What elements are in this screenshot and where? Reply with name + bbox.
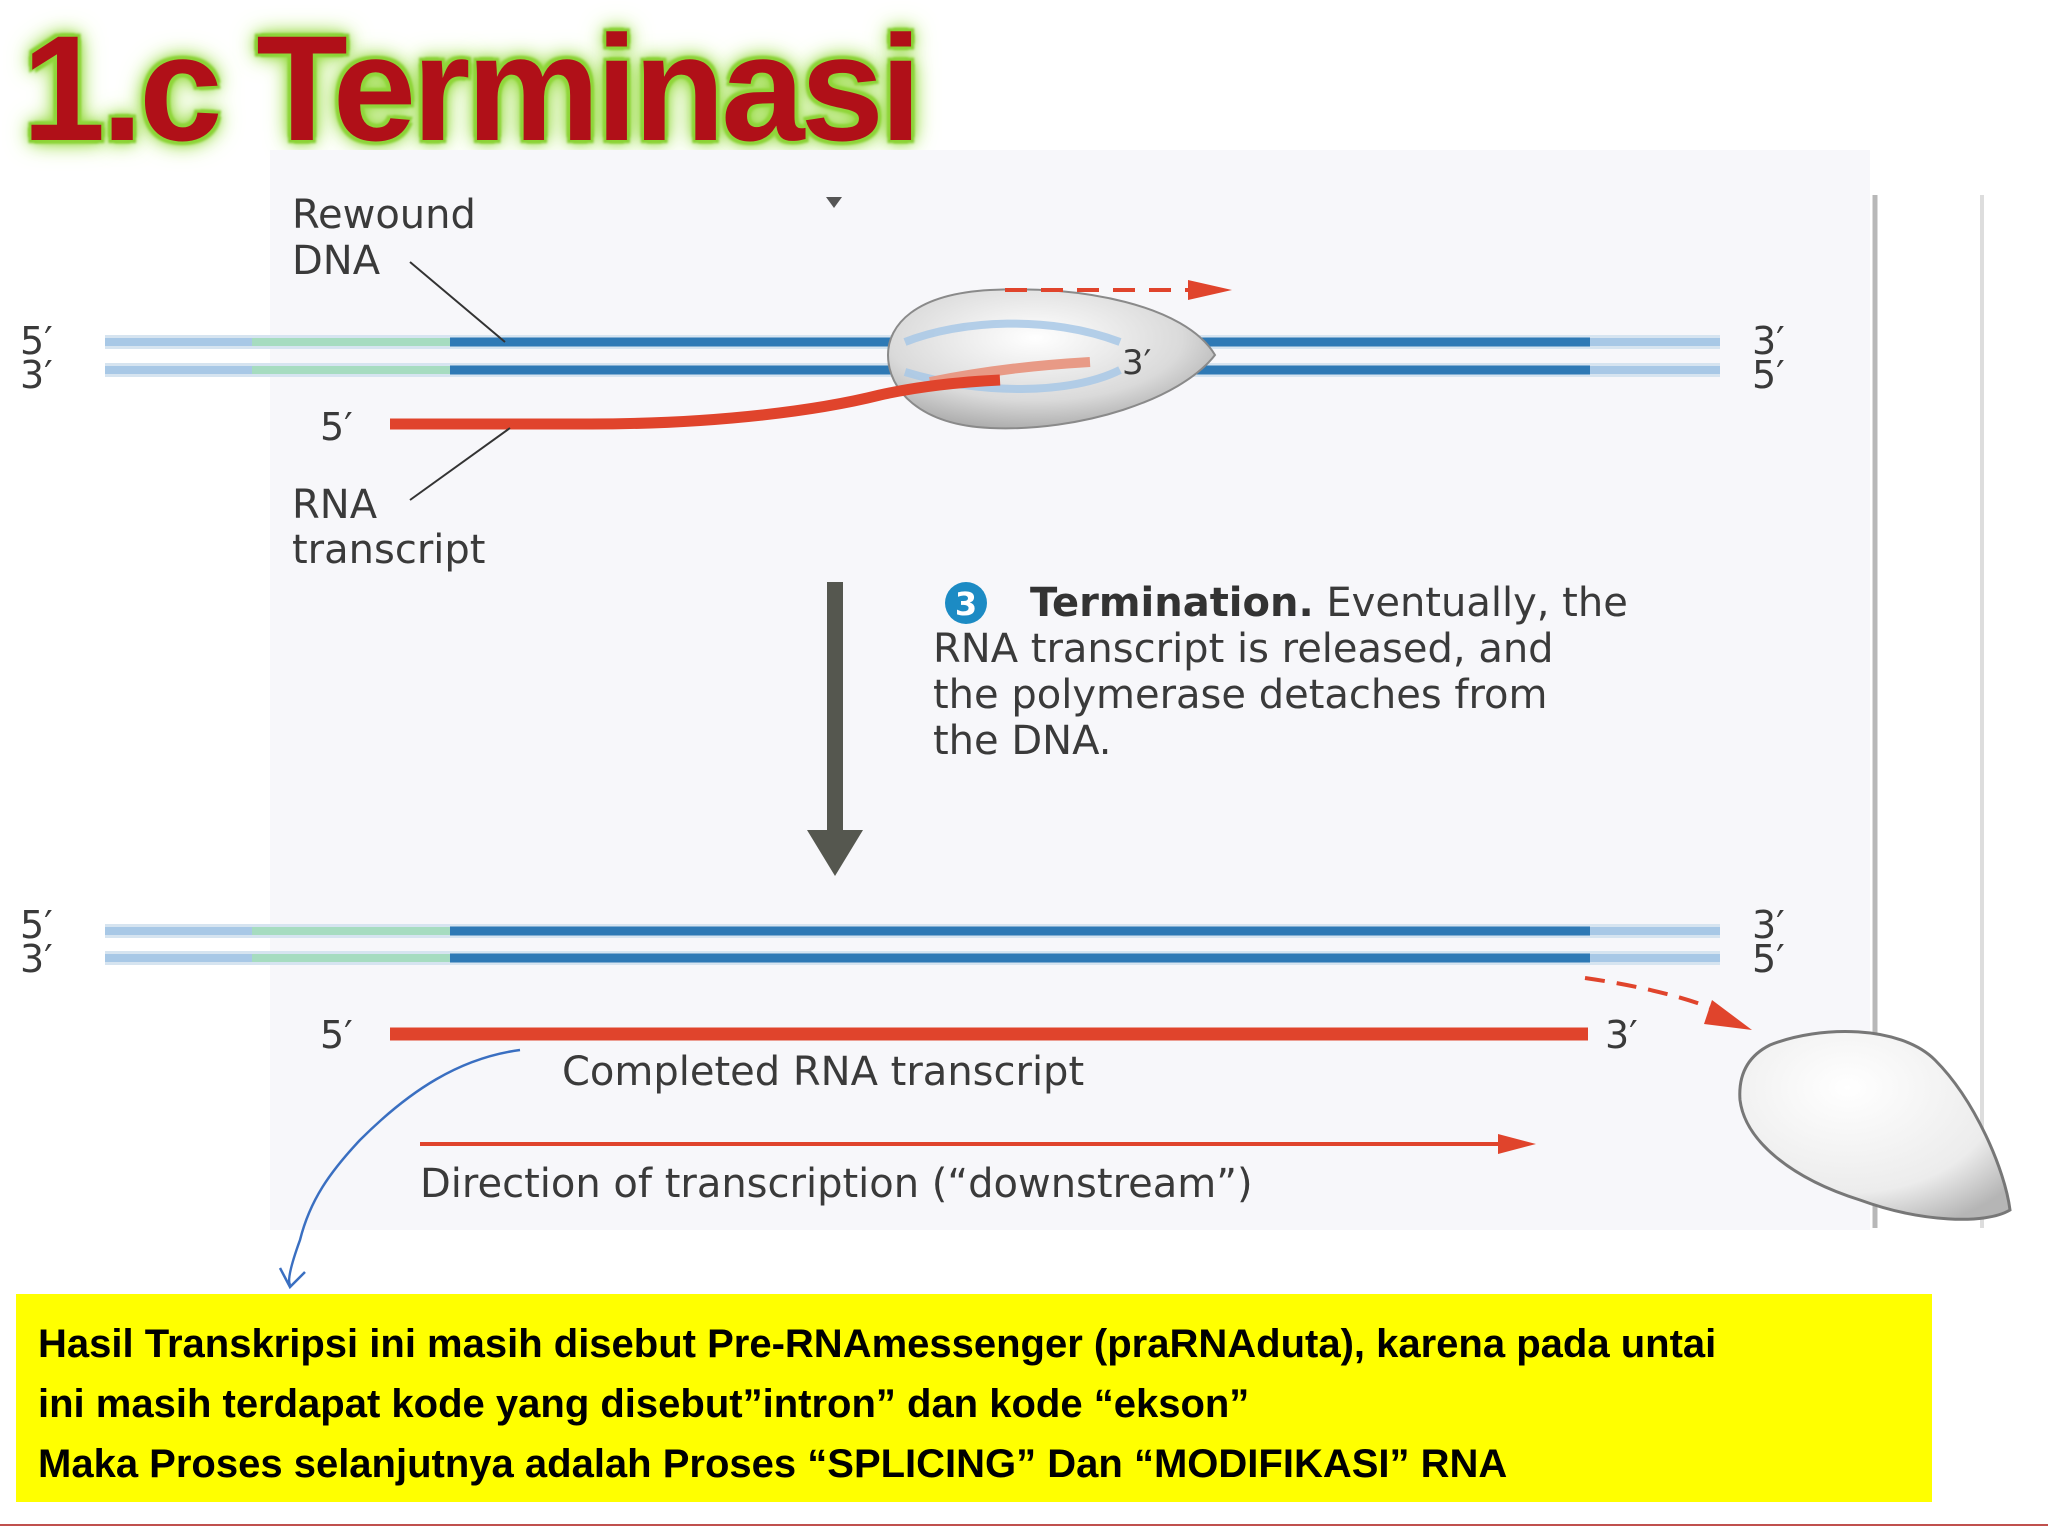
completed-rna-label: Completed RNA transcript	[562, 1049, 1084, 1095]
top-left-5prime: 5′	[20, 319, 53, 363]
direction-label: Direction of transcription (“downstream”…	[420, 1161, 1253, 1207]
bottom-left-5prime: 5′	[20, 903, 53, 947]
slide-title: 1.c Terminasi	[22, 4, 922, 172]
footer-rule	[0, 1524, 2048, 1526]
rewound-dna-label: Rewound DNA	[292, 192, 489, 284]
top-right-5prime: 5′	[1752, 353, 1785, 397]
process-arrow-head	[807, 830, 863, 876]
top-right-3prime: 3′	[1752, 319, 1785, 363]
termination-description: Termination. Eventually, the RNA transcr…	[933, 580, 1641, 764]
rna-transcript-label: RNA transcript	[292, 482, 485, 573]
top-rna-5prime: 5′	[320, 405, 353, 449]
direction-arrowhead	[1498, 1134, 1536, 1154]
step-number-badge	[945, 582, 987, 624]
annotation-pointer-head	[278, 1267, 306, 1290]
bottom-dna-duplex	[105, 924, 1720, 965]
bottom-left-3prime: 3′	[20, 937, 53, 981]
unwound-dna-in-polymerase	[903, 319, 1122, 346]
note-line-3: Maka Proses selanjutnya adalah Proses “S…	[38, 1442, 1508, 1486]
top-left-3prime: 3′	[20, 353, 53, 397]
release-arrow	[1584, 976, 1721, 1014]
process-arrow-shaft	[827, 582, 843, 834]
step-number: 3	[955, 585, 977, 623]
rna-in-polymerase	[929, 357, 1091, 387]
note-line-2: ini masih terdapat kode yang disebut”int…	[38, 1382, 1250, 1426]
rewound-dna-pointer	[409, 261, 506, 343]
annotation-pointer	[287, 1048, 521, 1286]
note-line-1: Hasil Transkripsi ini masih disebut Pre-…	[38, 1322, 1717, 1366]
transcription-termination-diagram: 5′ 3′ 3′ 5′ 3′ 5′ Rewound DNA RNA transc…	[20, 150, 2012, 1290]
polymerase-direction-arrowhead	[1188, 280, 1232, 300]
release-arrowhead	[1704, 1000, 1752, 1030]
termination-heading: Termination.	[1030, 580, 1314, 626]
bottom-rna-5prime: 5′	[320, 1013, 353, 1057]
caret-marker	[826, 197, 842, 208]
released-polymerase	[1738, 1029, 2012, 1221]
bottom-rna-3prime: 3′	[1605, 1013, 1638, 1057]
top-rna-3prime: 3′	[1122, 343, 1151, 383]
bottom-right-3prime: 3′	[1752, 903, 1785, 947]
rna-transcript-pointer	[409, 427, 511, 501]
rna-transcript-strand	[390, 374, 1001, 430]
bottom-right-5prime: 5′	[1752, 937, 1785, 981]
explanation-note: Hasil Transkripsi ini masih disebut Pre-…	[16, 1294, 1932, 1502]
